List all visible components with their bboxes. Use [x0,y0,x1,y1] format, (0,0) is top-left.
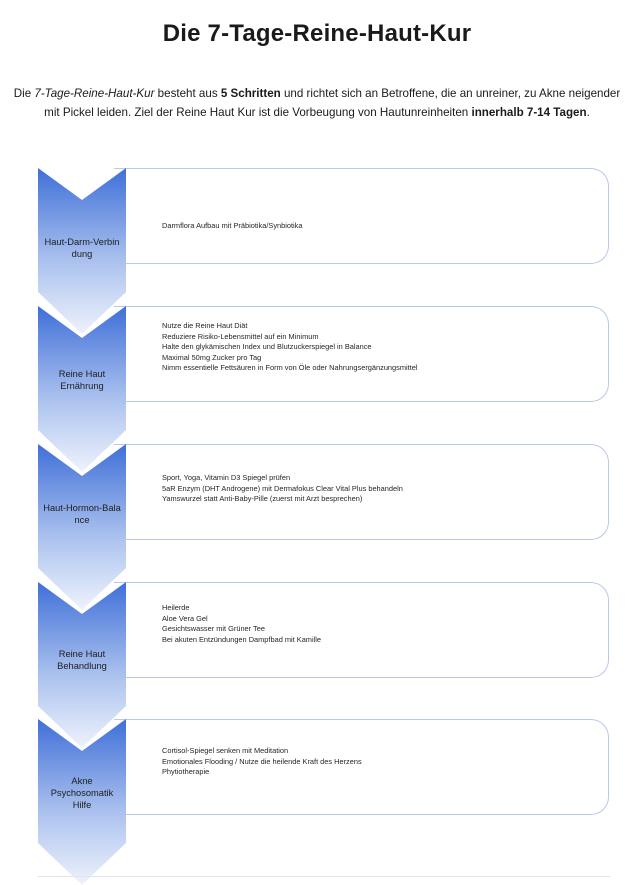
step-item: Emotionales Flooding / Nutze die heilend… [162,756,362,766]
intro-text-2: besteht aus [154,87,221,100]
step-item: Nimm essentielle Fettsäuren in Form von … [162,363,418,373]
intro-paragraph: Die 7-Tage-Reine-Haut-Kur besteht aus 5 … [8,84,626,122]
step-item: Cortisol-Spiegel senken mit Meditation [162,746,289,755]
step-label-line: dung [71,249,93,259]
step-label-line: Akne [71,776,93,786]
step-item: Yamswurzel statt Anti-Baby-Pille (zuerst… [162,494,363,504]
step-item: Darmflora Aufbau mit Präbiotika/Synbioti… [162,221,303,230]
step-label: Haut-Hormon-Bala nce [38,502,126,526]
intro-text-3: und richtet sich an Betroffene, die an u… [44,87,621,119]
chevron-arrow-icon [38,582,126,748]
step-item: Phytiotherapie [162,767,210,777]
document-title: Die 7-Tage-Reine-Haut-Kur [162,20,472,47]
step-item: Heilerde [162,603,190,612]
step-item: Nutze die Reine Haut Diät [162,321,248,330]
intro-text-1: Die [13,87,35,100]
step-item: Bei akuten Entzündungen Dampfbad mit Kam… [162,634,321,644]
intro-text-4: . [586,106,590,119]
step-chevron: Haut-Hormon-Bala nce [38,444,126,610]
step-item: Gesichtswasser mit Grüner Tee [162,624,265,634]
step-item-list: Darmflora Aufbau mit Präbiotika/Synbioti… [162,221,596,232]
step-item: Aloe Vera Gel [162,613,208,623]
step-label-line: Reine Haut [58,649,106,659]
step-label-line: Hilfe [72,800,92,810]
step-item: 5aR Enzym (DHT Androgene) mit Dermafokus… [162,483,403,493]
step-item: Reduziere Risiko-Lebensmittel auf ein Mi… [162,331,319,341]
bottom-divider [38,876,610,877]
step-item: Halte den glykämischen Index und Blutzuc… [162,342,372,352]
chevron-arrow-icon [38,719,126,885]
step-label-line: Ernährung [60,381,104,391]
step-label-line: Behandlung [57,661,107,671]
step-label-line: nce [74,515,90,525]
step-label-line: Reine Haut [58,369,106,379]
intro-italic-name: 7-Tage-Reine-Haut-Kur [34,87,155,100]
step-label-line: Haut-Hormon-Bala [43,503,121,513]
step-item: Sport, Yoga, Vitamin D3 Spiegel prüfen [162,473,291,482]
step-item: Maximal 50mg Zucker pro Tag [162,352,262,362]
intro-bold-duration: innerhalb 7-14 Tagen [471,106,587,119]
chevron-arrow-icon [38,306,126,472]
step-label-line: Psychosomatik [50,788,114,798]
step-content-box: Darmflora Aufbau mit Präbiotika/Synbioti… [114,168,609,264]
step-label-line: Haut-Darm-Verbin [44,237,120,247]
intro-bold-steps: 5 Schritten [220,87,281,100]
step-label: Haut-Darm-Verbin dung [38,236,126,260]
chevron-arrow-icon [38,168,126,334]
chevron-arrow-icon [38,444,126,610]
step-chevron: Haut-Darm-Verbin dung [38,168,126,334]
